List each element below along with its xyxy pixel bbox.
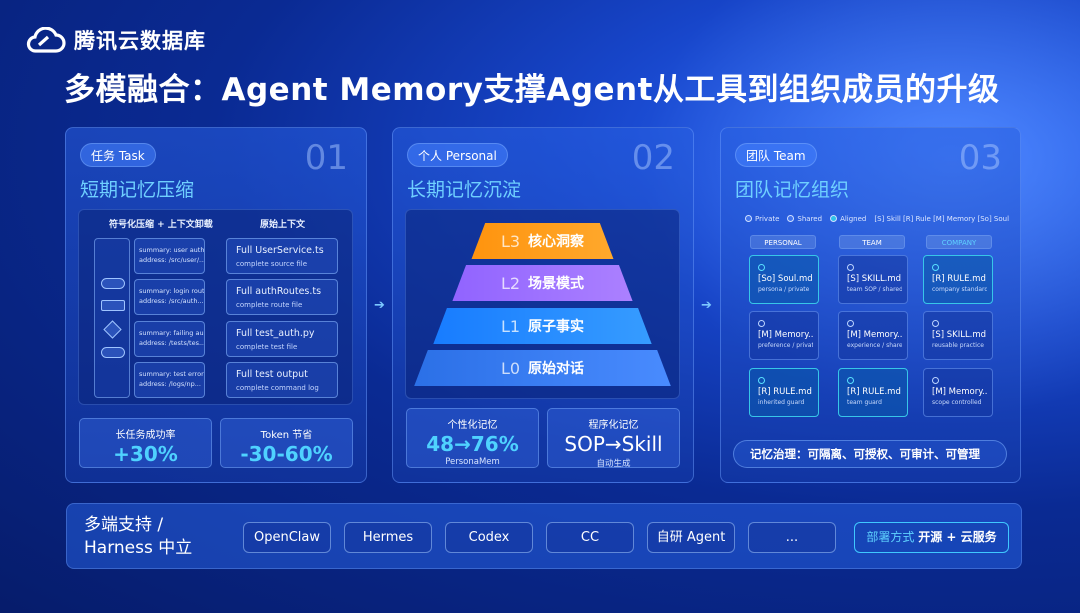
memory-card: [M] Memory....preference / private: [749, 311, 819, 360]
flow-decision-icon: [103, 320, 122, 339]
team-tag: 团队 Team: [735, 143, 817, 167]
column-personal: PERSONAL: [750, 235, 816, 249]
column-header: 符号化压缩 + 上下文卸载: [109, 220, 213, 230]
panel-number: 02: [631, 138, 675, 178]
platform-support-label: 多端支持 /Harness 中立: [84, 515, 193, 558]
panel-title: 短期记忆压缩: [80, 179, 195, 201]
page-title: 多模融合：Agent Memory支撑Agent从工具到组织成员的升级: [64, 72, 1000, 108]
task-panel: 任务 Task 01 短期记忆压缩 符号化压缩 + 上下文卸载 原始上下文 su…: [65, 127, 367, 483]
summary-card: summary: user auth ...address: /src/user…: [134, 238, 205, 274]
brand-logo: 腾讯云数据库: [26, 25, 206, 55]
flow-node-icon: [101, 278, 125, 289]
arrow-right-icon: ➔: [701, 298, 712, 313]
column-company: COMPANY: [926, 235, 992, 249]
arrow-right-icon: ➔: [374, 298, 385, 313]
platform-more[interactable]: ...: [748, 522, 836, 553]
stat-token-saving: Token 节省-30-60%: [220, 418, 353, 468]
column-header: 原始上下文: [260, 220, 306, 230]
flowchart-rail: [94, 238, 130, 398]
platform-custom-agent[interactable]: 自研 Agent: [647, 522, 735, 553]
panel-title: 团队记忆组织: [735, 179, 850, 201]
platform-openclaw[interactable]: OpenClaw: [243, 522, 331, 553]
panel-number: 03: [958, 138, 1002, 178]
panel-title: 长期记忆沉淀: [407, 179, 522, 201]
flow-node-icon: [101, 300, 125, 311]
summary-card: summary: login rout...address: /src/auth…: [134, 279, 205, 315]
legend: Private Shared Aligned [S] Skill [R] Rul…: [745, 215, 1009, 223]
personal-tag: 个人 Personal: [407, 143, 508, 167]
column-team: TEAM: [839, 235, 905, 249]
flow-node-icon: [101, 347, 125, 358]
memory-card: [M] Memory....experience / shared: [838, 311, 908, 360]
deploy-mode-badge: 部署方式 开源 + 云服务: [854, 522, 1009, 553]
platform-support-bar: 多端支持 /Harness 中立 OpenClaw Hermes Codex C…: [66, 503, 1022, 569]
team-panel: 团队 Team 03 团队记忆组织 Private Shared Aligned…: [720, 127, 1021, 483]
platform-hermes[interactable]: Hermes: [344, 522, 432, 553]
platform-codex[interactable]: Codex: [445, 522, 533, 553]
summary-card: summary: failing au...address: /tests/te…: [134, 321, 205, 357]
platform-cc[interactable]: CC: [546, 522, 634, 553]
memory-card: [M] Memory....scope controlled: [923, 368, 993, 417]
brand-name: 腾讯云数据库: [74, 29, 206, 53]
panel-number: 01: [304, 138, 348, 178]
task-tag: 任务 Task: [80, 143, 156, 167]
governance-banner: 记忆治理：可隔离、可授权、可审计、可管理: [733, 440, 1007, 468]
cloud-icon: [26, 27, 66, 53]
summary-card: summary: test error ...address: /logs/np…: [134, 362, 205, 398]
stat-success-rate: 长任务成功率+30%: [79, 418, 212, 468]
compression-diagram: 符号化压缩 + 上下文卸载 原始上下文 summary: user auth .…: [78, 209, 353, 405]
